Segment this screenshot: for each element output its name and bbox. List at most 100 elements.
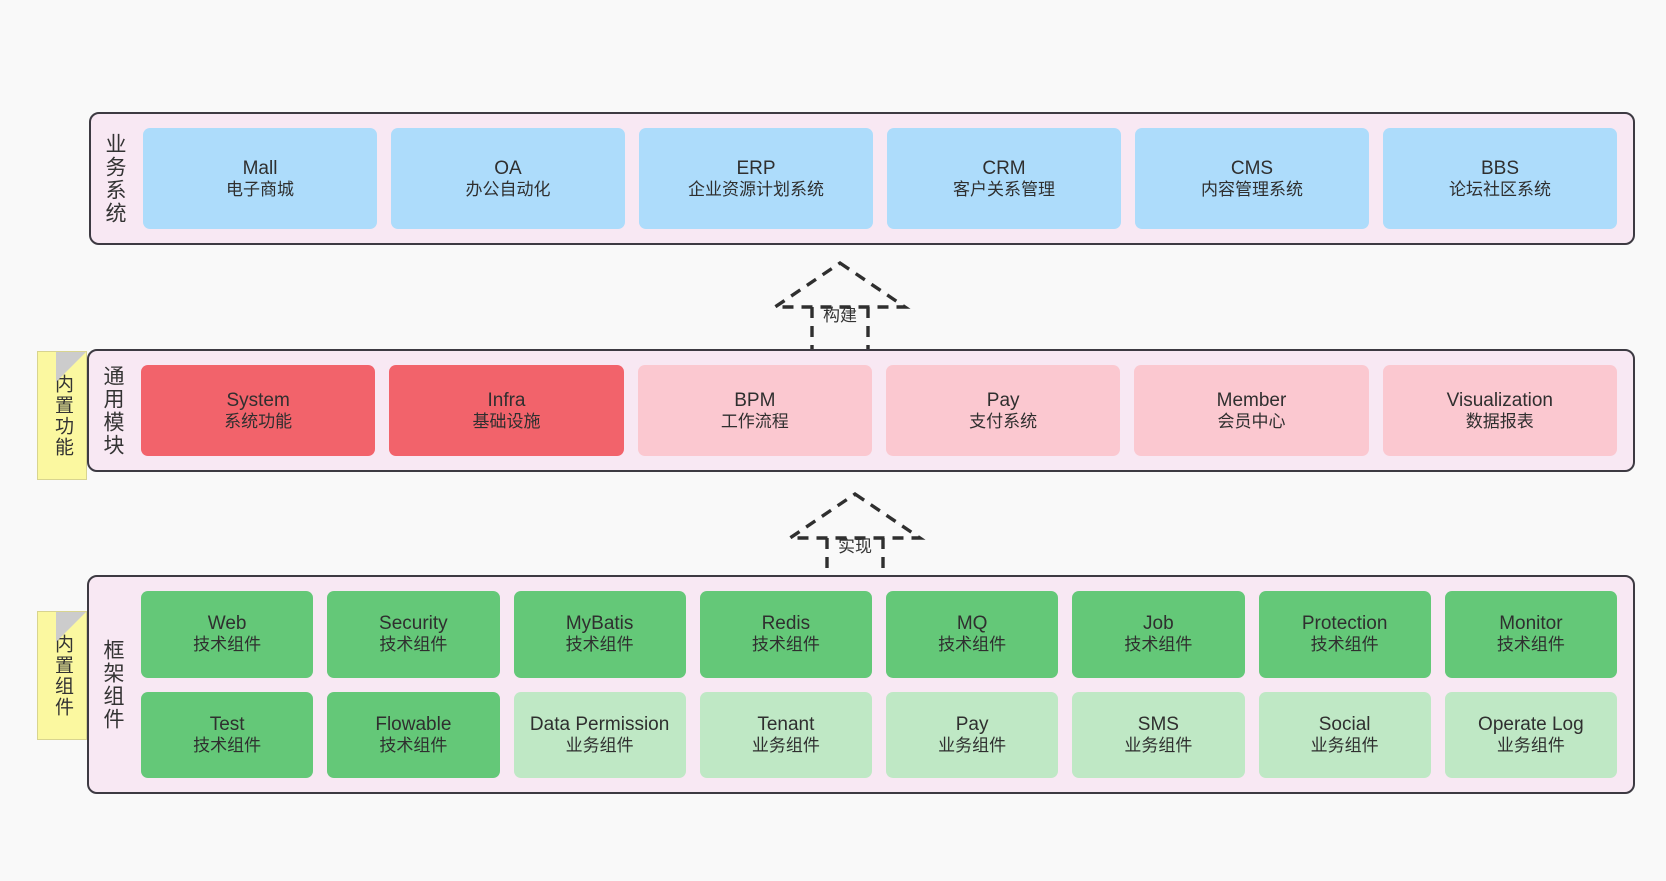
module-title: BBS [1480,157,1520,179]
module-subtitle: 企业资源计划系统 [688,179,824,199]
layer-common-modules: 通用模块 System 系统功能 Infra 基础设施 BPM 工作流程 Pay… [87,349,1635,472]
module-card-bbs[interactable]: BBS 论坛社区系统 [1383,128,1617,229]
module-title: Data Permission [529,713,670,735]
sticky-note-label: 内置功能 [51,373,73,458]
page-fold-icon [56,352,86,382]
connector-label-build: 构建 [823,306,857,325]
module-title: Protection [1301,613,1388,635]
module-title: CMS [1230,157,1274,179]
module-title: Member [1216,389,1287,411]
module-card-mybatis[interactable]: MyBatis 技术组件 [513,591,686,678]
module-card-data-permission[interactable]: Data Permission 业务组件 [513,691,686,778]
module-title: Infra [487,389,526,411]
module-title: System [226,389,290,411]
module-card-system[interactable]: System 系统功能 [141,365,376,456]
module-subtitle: 系统功能 [224,411,293,431]
module-subtitle: 技术组件 [751,635,820,655]
module-title: BPM [734,389,776,411]
module-row: Web 技术组件 Security 技术组件 MyBatis 技术组件 Redi… [141,591,1617,678]
module-title: Redis [761,613,811,635]
module-subtitle: 业务组件 [1310,735,1379,755]
module-card-job[interactable]: Job 技术组件 [1072,591,1245,678]
module-subtitle: 业务组件 [1124,735,1193,755]
module-title: Operate Log [1478,713,1584,735]
module-card-oa[interactable]: OA 办公自动化 [391,128,625,229]
module-subtitle: 业务组件 [1496,735,1565,755]
module-subtitle: 技术组件 [193,635,262,655]
layer-caption-business-systems: 业务系统 [103,132,127,225]
module-subtitle: 技术组件 [1310,635,1379,655]
module-title: Monitor [1499,613,1563,635]
module-subtitle: 电子商城 [226,179,294,199]
layer-caption-framework-components: 框架组件 [101,638,125,731]
layer-body-common-modules: System 系统功能 Infra 基础设施 BPM 工作流程 Pay 支付系统… [135,351,1633,470]
module-card-tenant[interactable]: Tenant 业务组件 [699,691,872,778]
module-title: Visualization [1446,389,1553,411]
module-card-mq[interactable]: MQ 技术组件 [886,591,1059,678]
module-card-member[interactable]: Member 会员中心 [1134,365,1369,456]
module-title: CRM [982,157,1026,179]
module-subtitle: 技术组件 [565,635,634,655]
module-subtitle: 技术组件 [1496,635,1565,655]
module-subtitle: 技术组件 [938,635,1007,655]
module-card-flowable[interactable]: Flowable 技术组件 [327,691,500,778]
module-row: Mall 电子商城 OA 办公自动化 ERP 企业资源计划系统 CRM 客户关系… [143,128,1617,229]
module-title: Pay [955,713,989,735]
module-card-web[interactable]: Web 技术组件 [141,591,314,678]
layer-body-framework-components: Web 技术组件 Security 技术组件 MyBatis 技术组件 Redi… [135,577,1633,792]
module-title: Social [1318,713,1371,735]
module-subtitle: 技术组件 [379,635,448,655]
module-subtitle: 业务组件 [751,735,820,755]
module-card-bpm[interactable]: BPM 工作流程 [637,365,872,456]
module-title: ERP [736,157,776,179]
module-card-redis[interactable]: Redis 技术组件 [699,591,872,678]
module-card-crm[interactable]: CRM 客户关系管理 [887,128,1121,229]
module-title: SMS [1137,713,1179,735]
module-card-operate-log[interactable]: Operate Log 业务组件 [1444,691,1617,778]
module-card-monitor[interactable]: Monitor 技术组件 [1444,591,1617,678]
module-card-protection[interactable]: Protection 技术组件 [1258,591,1431,678]
module-card-sms[interactable]: SMS 业务组件 [1072,691,1245,778]
connector-label-implement: 实现 [838,537,872,556]
module-subtitle: 工作流程 [720,411,789,431]
module-subtitle: 基础设施 [472,411,541,431]
module-title: Web [207,613,247,635]
module-row: Test 技术组件 Flowable 技术组件 Data Permission … [141,691,1617,778]
module-subtitle: 业务组件 [938,735,1007,755]
module-card-social[interactable]: Social 业务组件 [1258,691,1431,778]
module-card-infra[interactable]: Infra 基础设施 [389,365,624,456]
module-subtitle: 技术组件 [1124,635,1193,655]
page-fold-icon [56,612,86,642]
module-title: Security [379,613,448,635]
module-card-mall[interactable]: Mall 电子商城 [143,128,377,229]
module-title: Test [209,713,245,735]
module-subtitle: 办公自动化 [465,179,551,199]
module-card-visualization[interactable]: Visualization 数据报表 [1382,365,1617,456]
module-title: MyBatis [565,613,634,635]
module-card-pay[interactable]: Pay 支付系统 [885,365,1121,456]
module-subtitle: 客户关系管理 [953,179,1055,199]
connector-arrow-build: 构建 [755,255,925,355]
module-title: OA [494,157,522,179]
connector-arrow-implement: 实现 [770,486,940,586]
module-card-security[interactable]: Security 技术组件 [327,591,500,678]
sticky-note-label: 内置组件 [51,633,73,718]
module-subtitle: 会员中心 [1217,411,1286,431]
module-title: Tenant [757,713,815,735]
module-card-erp[interactable]: ERP 企业资源计划系统 [639,128,873,229]
module-card-pay-business[interactable]: Pay 业务组件 [886,691,1059,778]
module-title: Flowable [375,713,452,735]
module-subtitle: 论坛社区系统 [1449,179,1551,199]
module-subtitle: 数据报表 [1465,411,1534,431]
module-subtitle: 内容管理系统 [1201,179,1303,199]
layer-body-business-systems: Mall 电子商城 OA 办公自动化 ERP 企业资源计划系统 CRM 客户关系… [137,114,1633,243]
sticky-note-builtin-components: 内置组件 [37,611,87,740]
layer-business-systems: 业务系统 Mall 电子商城 OA 办公自动化 ERP 企业资源计划系统 CRM… [89,112,1635,245]
module-card-cms[interactable]: CMS 内容管理系统 [1135,128,1369,229]
module-card-test[interactable]: Test 技术组件 [141,691,314,778]
module-row: System 系统功能 Infra 基础设施 BPM 工作流程 Pay 支付系统… [141,365,1617,456]
module-subtitle: 支付系统 [969,411,1038,431]
module-title: Job [1143,613,1174,635]
sticky-note-builtin-features: 内置功能 [37,351,87,480]
